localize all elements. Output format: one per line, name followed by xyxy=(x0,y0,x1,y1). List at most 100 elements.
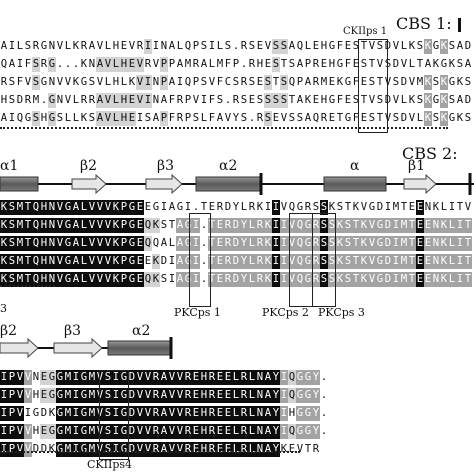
residue: D xyxy=(376,201,384,213)
beta2-strand-row2 xyxy=(0,337,39,359)
residue: V xyxy=(288,218,296,233)
residue: R xyxy=(152,388,160,403)
residue: P xyxy=(168,58,176,70)
residue: V xyxy=(104,57,112,72)
residue: A xyxy=(96,111,104,126)
residue: V xyxy=(96,236,104,251)
residue: I xyxy=(112,388,120,403)
residue: N xyxy=(48,76,56,88)
residue: I xyxy=(456,218,464,233)
residue: V xyxy=(136,370,144,385)
residue: E xyxy=(136,200,144,215)
residue: G xyxy=(80,76,88,88)
residue: A xyxy=(424,58,432,70)
residue: L xyxy=(248,370,256,385)
residue: S xyxy=(296,112,304,124)
residue: L xyxy=(72,94,80,106)
residue: L xyxy=(72,112,80,124)
residue: K xyxy=(256,201,264,213)
residue: E xyxy=(136,218,144,233)
residue: E xyxy=(312,40,320,52)
residue: T xyxy=(352,218,360,233)
residue: G xyxy=(448,112,456,124)
residue: V xyxy=(168,406,176,421)
residue: S xyxy=(344,236,352,251)
residue: V xyxy=(88,236,96,251)
residue: N xyxy=(160,40,168,52)
residue: A xyxy=(152,112,160,124)
residue: V xyxy=(104,218,112,233)
residue: V xyxy=(360,201,368,213)
residue: A xyxy=(296,58,304,70)
residue: V xyxy=(104,272,112,287)
residue: R xyxy=(208,442,216,457)
residue: F xyxy=(352,76,360,88)
residue: V xyxy=(88,200,96,215)
residue: S xyxy=(376,94,384,106)
residue: I xyxy=(280,236,288,251)
residue: V xyxy=(88,272,96,287)
residue: N xyxy=(152,94,160,106)
residue: V xyxy=(56,40,64,52)
residue: I xyxy=(208,40,216,52)
residue: K xyxy=(456,112,464,124)
residue: L xyxy=(112,93,120,108)
residue: M xyxy=(400,272,408,287)
residue: N xyxy=(56,94,64,106)
residue: K xyxy=(360,218,368,233)
residue: K xyxy=(264,236,272,251)
residue: H xyxy=(200,424,208,439)
residue: G xyxy=(40,40,48,52)
residue: G xyxy=(56,370,64,385)
residue: S xyxy=(8,254,16,269)
residue: I xyxy=(8,112,16,124)
residue: I xyxy=(0,424,8,439)
residue: E xyxy=(216,406,224,421)
residue: V xyxy=(368,218,376,233)
residue: D xyxy=(128,370,136,385)
residue: G xyxy=(184,236,192,251)
residue: V xyxy=(56,254,64,269)
residue: S xyxy=(56,112,64,124)
residue: H xyxy=(40,254,48,269)
residue: L xyxy=(248,388,256,403)
residue: G xyxy=(80,442,88,457)
residue: Y xyxy=(240,236,248,251)
residue: V xyxy=(96,272,104,287)
residue: R xyxy=(312,76,320,88)
residue: G xyxy=(304,424,312,439)
residue: G xyxy=(56,442,64,457)
residue: Y xyxy=(232,112,240,124)
residue: D xyxy=(384,218,392,233)
residue: L xyxy=(448,218,456,233)
residue: E xyxy=(256,40,264,52)
residue: H xyxy=(120,111,128,126)
residue: E xyxy=(312,94,320,106)
residue: K xyxy=(0,272,8,287)
residue: L xyxy=(232,406,240,421)
residue: H xyxy=(120,93,128,108)
residue: V xyxy=(128,40,136,52)
residue: A xyxy=(304,112,312,124)
residue: D xyxy=(384,236,392,251)
residue: A xyxy=(160,370,168,385)
residue: A xyxy=(8,58,16,70)
residue: A xyxy=(160,237,168,249)
residue: D xyxy=(464,94,472,106)
residue: S xyxy=(8,218,16,233)
residue: G xyxy=(32,407,40,419)
residue: Q xyxy=(144,272,152,287)
residue: N xyxy=(48,236,56,251)
residue: L xyxy=(248,272,256,287)
residue: Q xyxy=(288,388,296,403)
residue: Q xyxy=(296,272,304,287)
residue: D xyxy=(384,254,392,269)
residue: A xyxy=(264,442,272,457)
residue: H xyxy=(320,94,328,106)
residue: K xyxy=(48,443,56,455)
ckiips4-label: CKIIps4 xyxy=(87,458,133,471)
residue: A xyxy=(176,236,184,251)
alpha2-label-row2: α2 xyxy=(132,323,151,339)
residue: Y xyxy=(312,370,320,385)
